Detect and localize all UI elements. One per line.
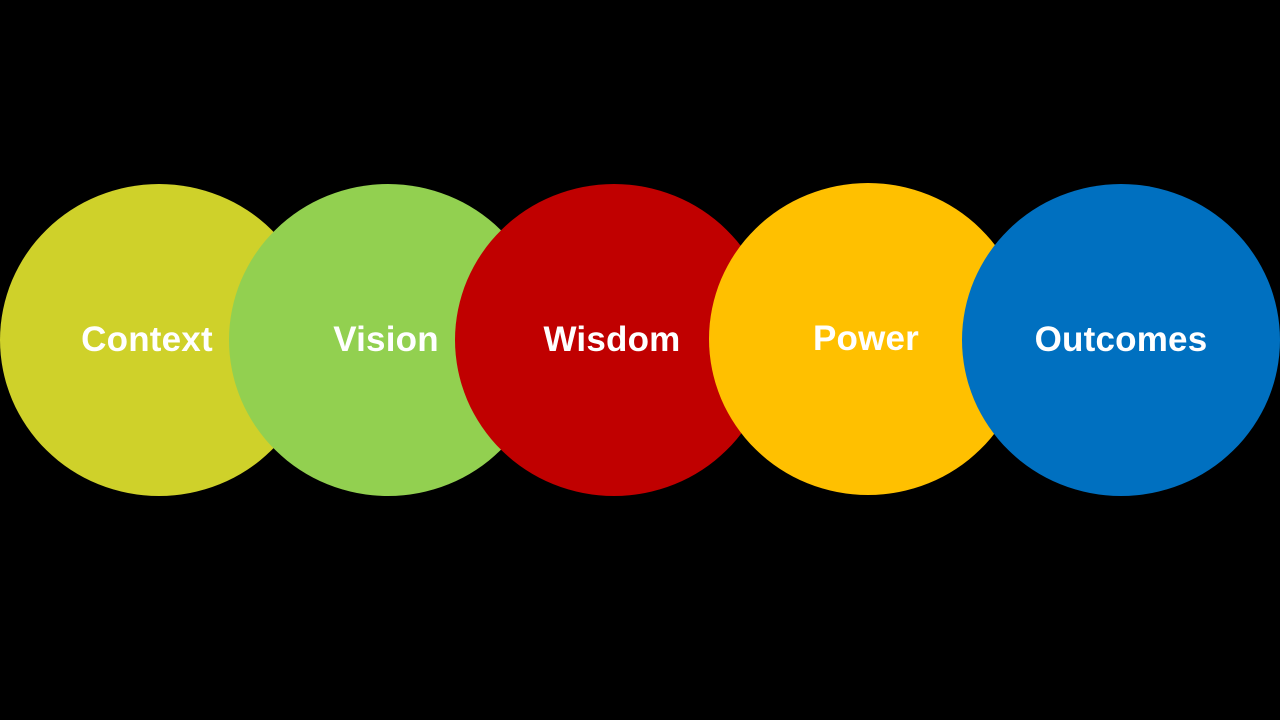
- circle-label-outcomes: Outcomes: [1034, 320, 1208, 359]
- circle-label-vision: Vision: [333, 320, 439, 359]
- circle-label-wisdom: Wisdom: [543, 320, 681, 359]
- circle-label-power: Power: [812, 319, 920, 358]
- circle-label-context: Context: [81, 320, 213, 359]
- circle-outcomes: Outcomes: [962, 184, 1280, 496]
